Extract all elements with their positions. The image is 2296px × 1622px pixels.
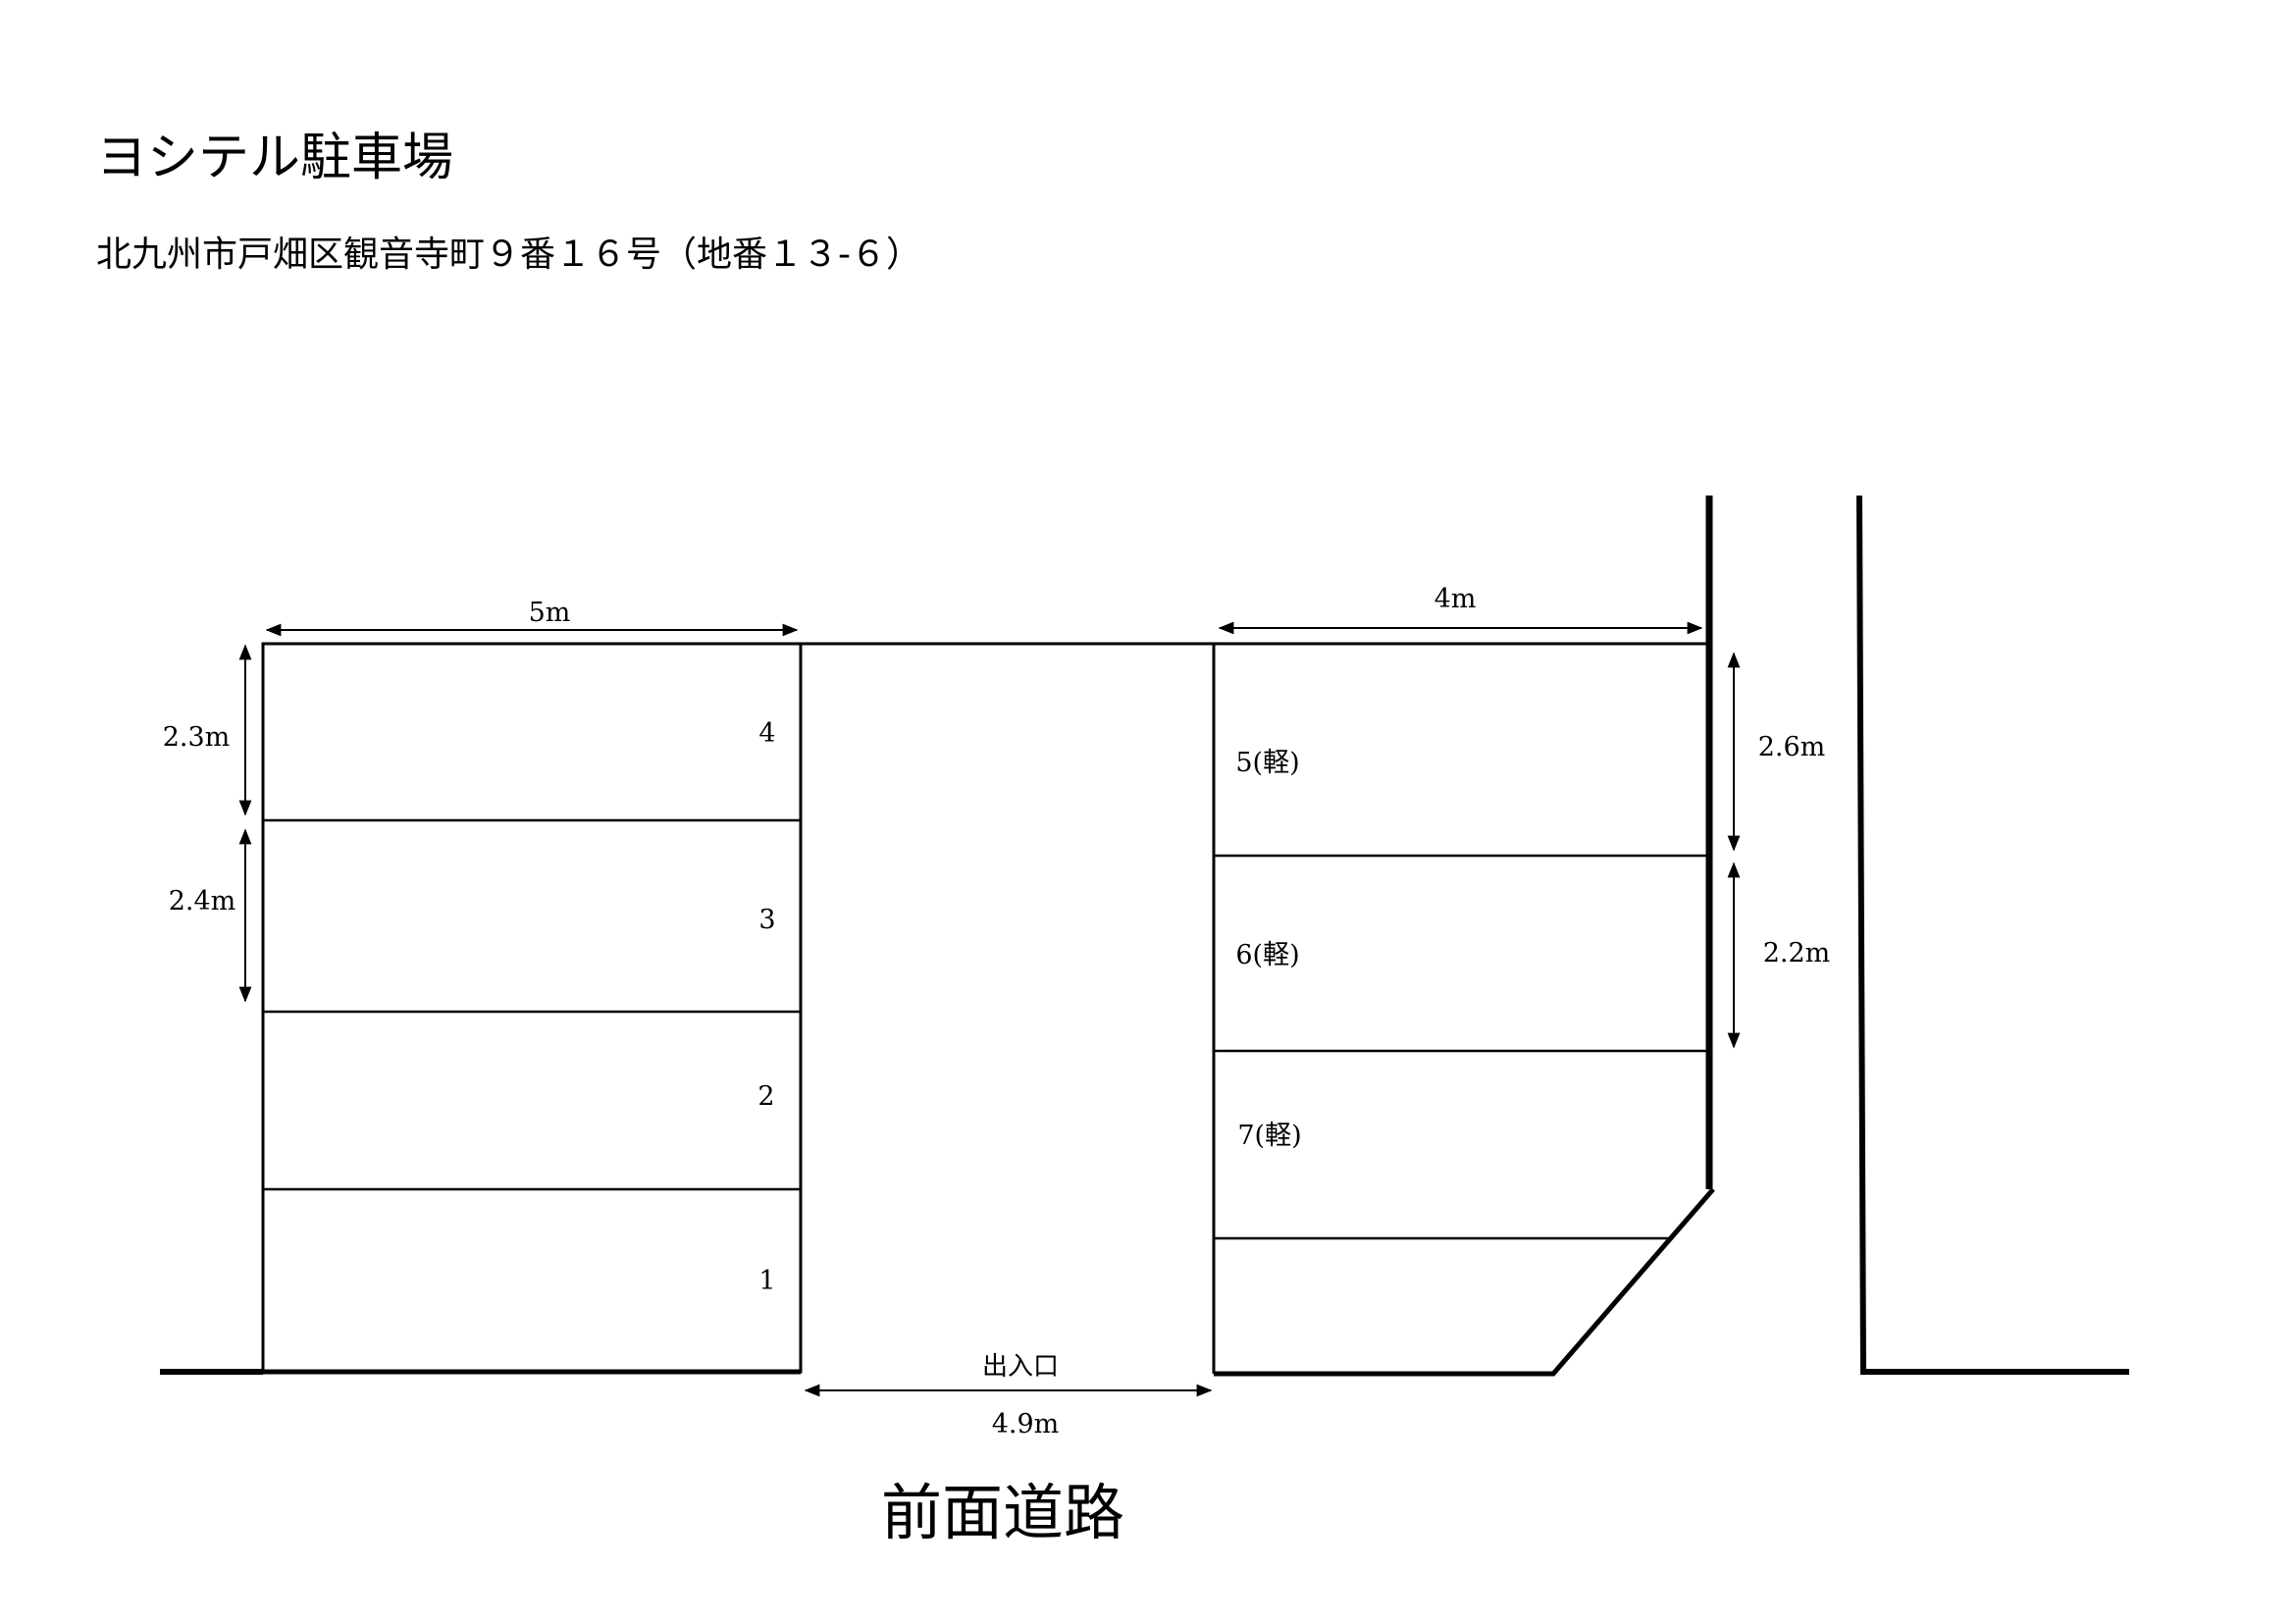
dim-right-width-label: 4m (1435, 584, 1477, 614)
dim-row6-label: 2.2m (1763, 938, 1831, 968)
front-road-label: 前面道路 (881, 1477, 1124, 1548)
space-label-2: 2 (757, 1081, 774, 1112)
dim-row3-label: 2.4m (169, 886, 236, 916)
space-label-6: 6(軽) (1235, 940, 1299, 970)
dim-row5-label: 2.6m (1758, 732, 1826, 762)
space-label-3: 3 (758, 905, 775, 935)
page-title: ヨシテル駐車場 (96, 129, 454, 187)
address-text: 北九州市戸畑区観音寺町９番１６号（地番１３-６） (96, 235, 921, 275)
dim-entrance-label: 4.9m (992, 1409, 1060, 1439)
space-label-7: 7(軽) (1237, 1121, 1301, 1151)
entrance-label: 出入口 (982, 1352, 1059, 1382)
right-block-bottom-chamfer (1214, 1187, 1715, 1377)
left-parking-block (261, 642, 803, 1374)
dim-left-width-label: 5m (529, 598, 571, 628)
space-label-1: 1 (758, 1266, 775, 1296)
space-label-5: 5(軽) (1235, 748, 1299, 778)
dim-row4-label: 2.3m (163, 722, 231, 753)
space-label-4: 4 (758, 718, 775, 749)
far-right-wall (1856, 495, 2129, 1375)
